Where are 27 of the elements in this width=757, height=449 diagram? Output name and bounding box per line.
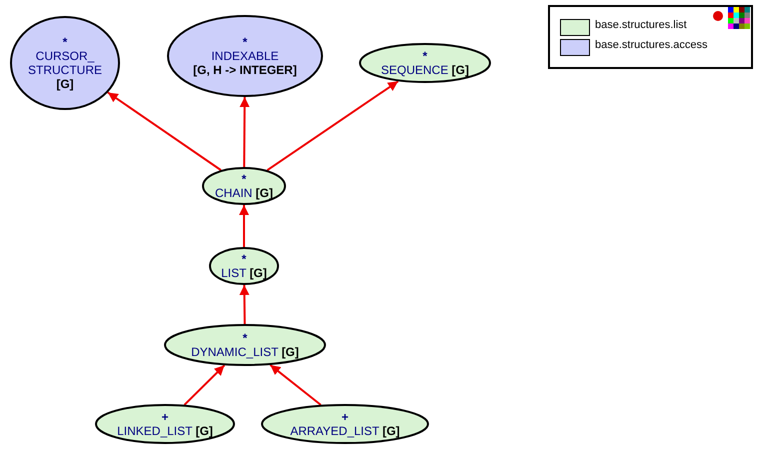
legend-label: base.structures.access: [595, 39, 708, 51]
class-name: LIST [G]: [221, 266, 267, 280]
arrow: [184, 364, 226, 406]
arrow: [239, 205, 249, 247]
arrow: [107, 92, 222, 171]
class-name: CHAIN [G]: [215, 186, 273, 200]
arrow: [266, 80, 399, 172]
class-marker: *: [242, 35, 248, 49]
class-name: INDEXABLE: [211, 49, 279, 63]
arrow: [240, 97, 250, 167]
class-marker: *: [242, 331, 248, 345]
generic-parameter: [G]: [56, 77, 74, 91]
class-marker: *: [242, 252, 246, 266]
generic-parameter: [G, H -> INTEGER]: [193, 63, 297, 77]
class-marker: +: [341, 410, 348, 424]
class-name: ARRAYED_LIST [G]: [290, 424, 400, 438]
class-marker: *: [242, 172, 246, 186]
class-name: LINKED_LIST [G]: [117, 424, 213, 438]
class-name: DYNAMIC_LIST [G]: [191, 345, 299, 359]
arrow: [239, 284, 250, 324]
class-marker: *: [422, 49, 428, 63]
class-marker: *: [62, 35, 68, 49]
class-name: CURSOR_ STRUCTURE: [27, 49, 103, 77]
class-name: SEQUENCE [G]: [380, 63, 469, 77]
class-marker: +: [161, 410, 168, 424]
arrow: [270, 364, 322, 406]
legend-label: base.structures.list: [595, 19, 687, 31]
